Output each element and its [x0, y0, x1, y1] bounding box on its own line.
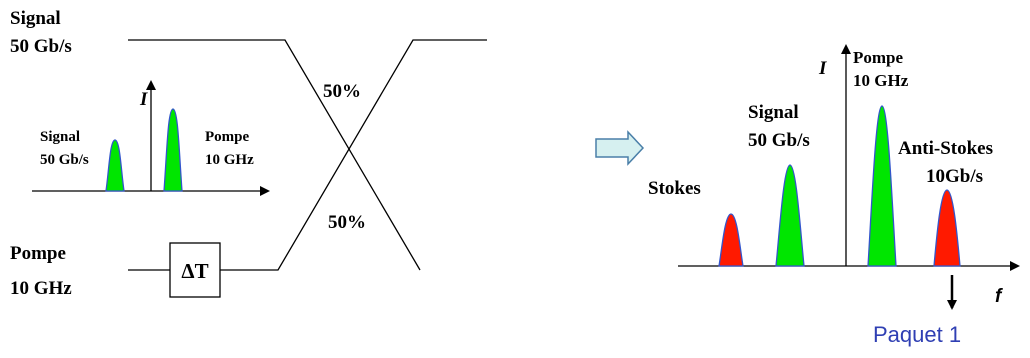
signal-waveguide	[128, 39, 421, 271]
inset-axis-label: I	[139, 89, 148, 110]
pump-peak	[867, 105, 897, 267]
spectrum-x-axis-label: f	[995, 286, 1003, 307]
coupling-top-label: 50%	[323, 81, 361, 102]
inset-pump-label: Pompe 10 GHz	[205, 129, 254, 168]
packet-label: Paquet 1	[873, 322, 961, 347]
stokes-peak	[718, 213, 744, 267]
delay-box	[169, 242, 221, 298]
pump-waveguide-out	[220, 39, 487, 271]
inset-signal-label: Signal 50 Gb/s	[40, 129, 89, 168]
signal-peak	[775, 164, 805, 267]
spectrum-y-axis-label: I	[818, 58, 827, 79]
anti-stokes-label: Anti-Stokes 10Gb/s	[898, 138, 998, 187]
stokes-label: Stokes	[648, 178, 701, 199]
pump-input-label: Pompe 10 GHz	[10, 243, 72, 299]
inset-signal-peak	[105, 139, 125, 192]
signal-label: Signal 50 Gb/s	[748, 102, 810, 151]
anti-stokes-peak	[933, 189, 961, 267]
inset-pump-peak	[163, 108, 183, 192]
delay-label: ΔT	[181, 259, 208, 283]
signal-input-label: Signal 50 Gb/s	[10, 8, 72, 57]
pump-label: Pompe 10 GHz	[853, 48, 909, 90]
coupling-bottom-label: 50%	[328, 212, 366, 233]
transition-arrow	[595, 130, 645, 166]
